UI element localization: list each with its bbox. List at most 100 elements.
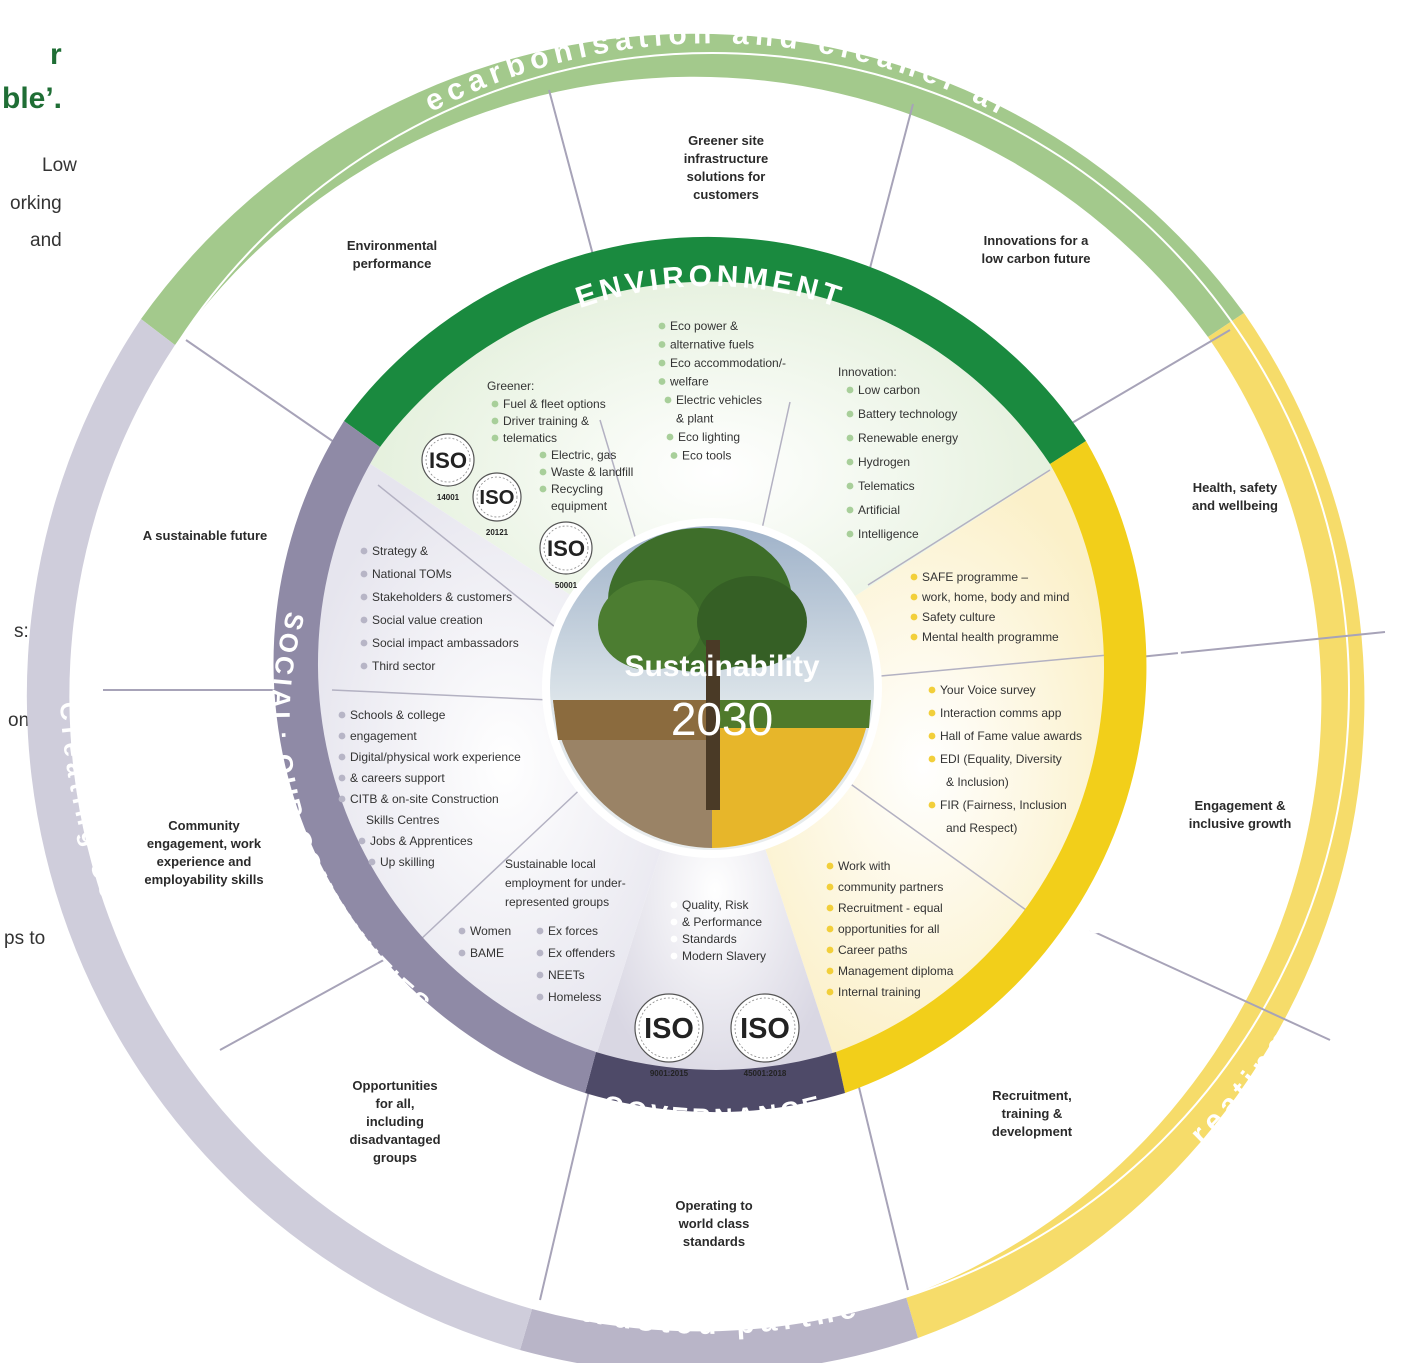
- list-item: Waste & landfill: [551, 465, 633, 479]
- bullet-dot: [536, 993, 544, 1001]
- bullet-dot: [536, 949, 544, 957]
- bullet-dot: [539, 485, 547, 493]
- list-item: Internal training: [838, 985, 921, 999]
- iso-badge: ISO 45001:2018: [730, 993, 800, 1078]
- bullet-dot: [658, 378, 666, 385]
- center-title: Sustainability: [624, 650, 819, 683]
- list-item: Intelligence: [858, 527, 919, 541]
- list-item: Strategy &: [372, 544, 428, 558]
- governance-items: Quality, Risk& PerformanceStandardsModer…: [670, 898, 766, 963]
- bullet-dot: [670, 952, 678, 960]
- list-item: opportunities for all: [838, 922, 939, 936]
- list-item: Telematics: [858, 479, 915, 493]
- bullet-dot: [826, 946, 834, 954]
- list-item: alternative fuels: [670, 338, 754, 352]
- bullet-dot: [539, 468, 547, 476]
- list-item: community partners: [838, 880, 943, 894]
- list-item: Driver training &: [503, 414, 589, 428]
- bullet-dot: [360, 639, 368, 647]
- list-item: Recruitment - equal: [838, 901, 943, 915]
- bullet-dot: [910, 613, 918, 621]
- list-item: Fuel & fleet options: [503, 397, 606, 411]
- list-item: Eco accommodation/-: [670, 356, 786, 370]
- list-item: Hydrogen: [858, 455, 910, 469]
- list-item: FIR (Fairness, Inclusion: [940, 798, 1067, 812]
- bullet-dot: [910, 633, 918, 641]
- bullet-dot: [458, 927, 466, 935]
- list-item: Ex forces: [548, 924, 598, 938]
- list-item: Standards: [682, 932, 737, 946]
- bullet-dot: [928, 709, 936, 717]
- bullet-dot: [928, 755, 936, 763]
- bullet-dot: [338, 795, 346, 803]
- center-year: 2030: [671, 693, 773, 745]
- segment-label: A sustainable future: [143, 528, 267, 543]
- bullet-dot: [846, 506, 854, 514]
- bullet-dot: [368, 858, 376, 866]
- list-item: & plant: [676, 412, 714, 426]
- list-item: Schools & college: [350, 708, 446, 722]
- list-item: work, home, body and mind: [921, 590, 1069, 604]
- list-item: Eco lighting: [678, 430, 740, 444]
- bullet-dot: [360, 616, 368, 624]
- bullet-dot: [338, 774, 346, 782]
- bullet-dot: [666, 433, 674, 441]
- bullet-dot: [670, 935, 678, 943]
- iso-badge-standard: 20121: [486, 528, 509, 537]
- list-item: Work with: [838, 859, 890, 873]
- list-item: & Inclusion): [946, 775, 1009, 789]
- list-item: and Respect): [946, 821, 1017, 835]
- bullet-dot: [536, 971, 544, 979]
- bullet-dot: [928, 801, 936, 809]
- bullet-dot: [826, 862, 834, 870]
- iso-badge-standard: 45001:2018: [744, 1069, 787, 1078]
- bullet-dot: [670, 918, 678, 926]
- list-item: EDI (Equality, Diversity: [940, 752, 1062, 766]
- bullet-dot: [338, 753, 346, 761]
- bullet-dot: [360, 593, 368, 601]
- inner-dividers: [331, 401, 1109, 941]
- list-item: National TOMs: [372, 567, 452, 581]
- list-item: Modern Slavery: [682, 949, 766, 963]
- bullet-dot: [658, 322, 666, 330]
- governance-sector: [590, 688, 840, 1094]
- list-item: Recycling: [551, 482, 603, 496]
- list-item: Jobs & Apprentices: [370, 834, 473, 848]
- bullet-dot: [664, 396, 672, 404]
- list-item: Third sector: [372, 659, 435, 673]
- list-item: Social value creation: [372, 613, 483, 627]
- inner-ring: [273, 236, 1147, 1113]
- list-item: Homeless: [548, 990, 601, 1004]
- list-item: CITB & on-site Construction: [350, 792, 499, 806]
- list-item: Up skilling: [380, 855, 435, 869]
- list-item: Eco power &: [670, 319, 738, 333]
- list-item: Stakeholders & customers: [372, 590, 512, 604]
- list-item: Women: [470, 924, 511, 938]
- list-item: Interaction comms app: [940, 706, 1062, 720]
- bullet-dot: [670, 452, 678, 459]
- iso-badge-text: ISO: [740, 1013, 790, 1045]
- list-item: Eco tools: [682, 449, 731, 463]
- bullet-dot: [491, 434, 499, 442]
- environment-sector: [357, 257, 1075, 688]
- list-item: BAME: [470, 946, 504, 960]
- outer-ring-green-band: [141, 33, 1244, 345]
- list-item: Quality, Risk: [682, 898, 749, 912]
- bullet-dot: [826, 988, 834, 996]
- greener-heading: Greener:: [487, 379, 534, 393]
- list-item: Battery technology: [858, 407, 957, 421]
- bullet-dot: [658, 341, 666, 348]
- iso-badge-text: ISO: [429, 448, 467, 473]
- list-item: Skills Centres: [366, 813, 439, 827]
- list-item: Renewable energy: [858, 431, 958, 445]
- center-label: Sustainability 2030: [624, 650, 819, 745]
- bullet-dot: [846, 530, 854, 538]
- bullet-dot: [491, 417, 499, 425]
